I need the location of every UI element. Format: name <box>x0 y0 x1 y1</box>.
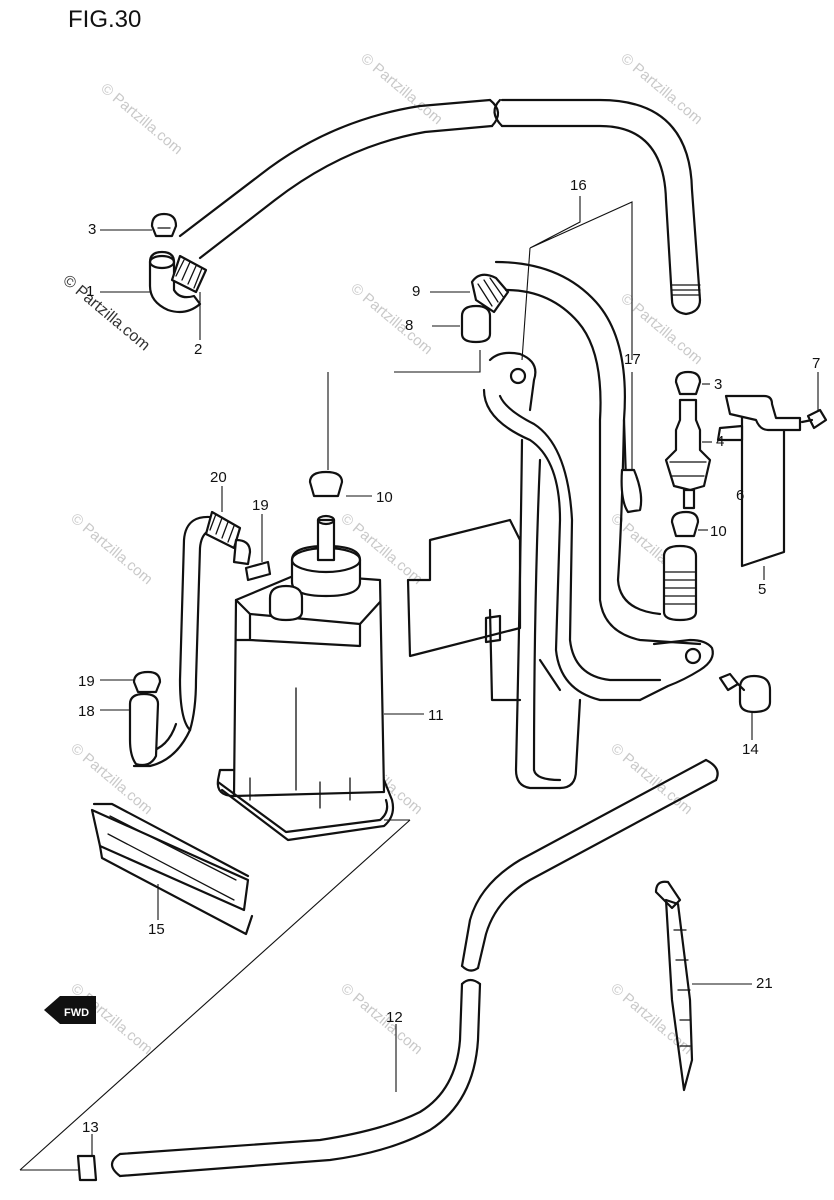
callout-14: 14 <box>742 741 759 758</box>
callout-19: 19 <box>78 673 95 690</box>
callout-12: 12 <box>386 1009 403 1026</box>
callout-9: 9 <box>412 283 420 300</box>
figure-title: FIG.30 <box>68 6 142 33</box>
side-watermark: © Partzilla.com <box>59 272 153 354</box>
clamp-3-top-left <box>150 212 178 238</box>
callout-19: 19 <box>252 497 269 514</box>
callout-7: 7 <box>812 355 820 372</box>
callout-20: 20 <box>210 469 227 486</box>
heat-shield-plate <box>406 518 562 702</box>
callout-10: 10 <box>376 489 393 506</box>
clamp-10-right <box>670 510 700 538</box>
clamp-3-right <box>674 370 702 396</box>
callout-8: 8 <box>405 317 413 334</box>
hose-9-coupler <box>470 273 510 314</box>
callout-15: 15 <box>148 921 165 938</box>
hose-coupler-right <box>662 544 698 622</box>
watermark: © Partzilla.com <box>347 280 435 358</box>
top-vent-hose <box>178 98 702 316</box>
bolt-7 <box>800 408 828 430</box>
leader-lines <box>19 196 819 1171</box>
callout-16: 16 <box>570 177 587 194</box>
fwd-arrow-icon <box>44 996 96 1024</box>
fitting-1 <box>148 250 202 314</box>
callout-1: 1 <box>86 283 94 300</box>
fwd-arrow-badge: FWD <box>44 996 96 1024</box>
hose-17-segment <box>620 468 643 514</box>
strap-15 <box>90 802 254 936</box>
bracket-5 <box>716 394 802 568</box>
canister-11 <box>216 514 395 842</box>
callout-3: 3 <box>88 221 96 238</box>
callout-21: 21 <box>756 975 773 992</box>
callout-18: 18 <box>78 703 95 720</box>
callout-labels: 1 2 3 3 4 5 6 7 8 9 10 10 11 12 13 14 15… <box>78 177 820 1136</box>
watermark: © Partzilla.com <box>67 510 155 588</box>
clamp-13 <box>76 1154 98 1182</box>
callout-17: 17 <box>624 351 641 368</box>
drain-hose-12 <box>110 758 719 1178</box>
fitting-8 <box>460 304 492 344</box>
cut-off-valve-4 <box>664 398 712 510</box>
hose-20-coupler <box>204 510 252 566</box>
callout-3: 3 <box>714 376 722 393</box>
bolt-14 <box>718 672 772 714</box>
callout-4: 4 <box>716 433 724 450</box>
watermark: © Partzilla.com <box>337 980 425 1058</box>
hose-2-coupler <box>170 254 208 294</box>
callout-6: 6 <box>736 487 744 504</box>
clamp-19-upper <box>244 560 272 582</box>
fitting-18 <box>128 692 160 767</box>
purge-pipe-16 <box>482 351 714 790</box>
cable-tie-21 <box>654 880 694 1092</box>
callout-13: 13 <box>82 1119 99 1136</box>
callout-2: 2 <box>194 341 202 358</box>
clamp-19-lower <box>132 670 162 694</box>
watermark: © Partzilla.com <box>97 80 185 158</box>
callout-11: 11 <box>428 707 444 724</box>
watermark-layer: © Partzilla.com © Partzilla.com © Partzi… <box>59 50 705 1058</box>
callout-10: 10 <box>710 523 727 540</box>
callout-5: 5 <box>758 581 766 598</box>
clamp-10-top <box>308 470 344 498</box>
fwd-label: FWD <box>64 1007 89 1019</box>
